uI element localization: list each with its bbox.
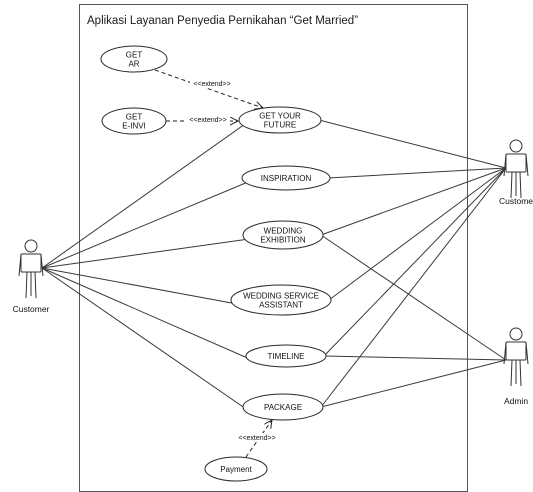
extend-label-bg: [186, 115, 230, 124]
system-title: Aplikasi Layanan Penyedia Pernikahan “Ge…: [87, 15, 358, 27]
use-case-package[interactable]: PACKAGE: [242, 393, 324, 421]
association-customer-right-get-your-future: [318, 119, 507, 169]
association-customer-left-timeline: [41, 267, 253, 361]
use-case-label: GET YOUR: [259, 112, 301, 121]
actor-label: Custome: [499, 196, 533, 206]
association-customer-right-timeline: [323, 167, 507, 357]
use-case-label: EXHIBITION: [260, 236, 306, 245]
use-case-label: GET: [126, 113, 143, 122]
association-customer-right-inspiration: [327, 167, 507, 179]
association-customer-left-wedding-exhibition: [41, 238, 250, 269]
association-lines: [41, 119, 507, 412]
use-case-ellipse: [238, 106, 322, 134]
use-case-label: Payment: [220, 465, 252, 474]
use-case-ellipse: [204, 456, 268, 482]
use-case-label: E-INVI: [122, 122, 146, 131]
association-admin-package: [320, 359, 507, 408]
extend-label-bg: [235, 433, 279, 442]
actor-label: Admin: [504, 396, 528, 406]
actor-arm: [40, 253, 44, 277]
association-admin-wedding-exhibition: [320, 234, 507, 361]
use-case-ellipse: [242, 220, 324, 250]
actor-arm: [503, 341, 507, 365]
use-case-label: TIMELINE: [268, 352, 305, 361]
use-case-timeline[interactable]: TIMELINE: [245, 344, 327, 368]
actor-arm: [525, 153, 529, 177]
use-case-payment[interactable]: Payment: [204, 456, 268, 482]
actor-arm: [18, 253, 22, 277]
association-customer-left-get-your-future: [41, 123, 246, 269]
actor-leg: [519, 171, 522, 199]
extend-label: <<extend>>: [238, 435, 275, 442]
use-case-label: INSPIRATION: [261, 174, 312, 183]
use-case-label: WEDDING: [264, 227, 303, 236]
use-case-label: FUTURE: [264, 121, 296, 130]
actor-customer-left[interactable]: Customer: [13, 239, 50, 314]
association-customer-left-package: [41, 267, 250, 412]
association-customer-right-package: [320, 167, 507, 408]
actor-customer-right[interactable]: Custome: [499, 139, 533, 206]
extend-get-ar-get-your-future: [154, 69, 263, 108]
use-case-label: GET: [126, 51, 143, 60]
actor-head: [509, 139, 523, 153]
use-case-ellipse: [242, 393, 324, 421]
use-case-ellipse: [100, 45, 168, 73]
actor-admin[interactable]: Admin: [503, 327, 529, 406]
association-admin-timeline: [323, 355, 507, 361]
actor-leg: [34, 271, 37, 299]
association-customer-left-wedding-service-assistant: [41, 267, 238, 305]
association-customer-right-wedding-service-assistant: [328, 167, 507, 301]
use-case-label: PACKAGE: [264, 403, 302, 412]
actor-leg: [510, 359, 513, 387]
use-case-ellipse: [101, 107, 167, 135]
actor-head: [24, 239, 38, 253]
actor-torso: [20, 253, 42, 273]
extend-label-bg: [190, 79, 234, 88]
use-case-inspiration[interactable]: INSPIRATION: [241, 165, 331, 191]
association-customer-right-wedding-exhibition: [320, 167, 507, 236]
use-case-label: WEDDING SERVICE: [243, 292, 319, 301]
actor-torso: [505, 341, 527, 361]
association-customer-left-inspiration: [41, 181, 249, 269]
actor-leg: [510, 171, 513, 199]
extend-relations: <<extend>> <<extend>> <<extend>>: [154, 69, 279, 458]
use-case-ellipse: [241, 165, 331, 191]
actor-leg: [519, 359, 522, 387]
actor-torso: [505, 153, 527, 173]
extend-label: <<extend>>: [189, 117, 226, 124]
use-case-ellipse: [245, 344, 327, 368]
use-case-label: ASSISTANT: [259, 301, 303, 310]
actor-arm: [525, 341, 529, 365]
actor-leg: [25, 271, 28, 299]
use-case-ellipse: [230, 284, 332, 316]
actor-head: [509, 327, 523, 341]
actor-arm: [503, 153, 507, 177]
extend-label: <<extend>>: [193, 81, 230, 88]
use-case-label: AR: [128, 60, 139, 69]
actor-label: Customer: [13, 304, 50, 314]
